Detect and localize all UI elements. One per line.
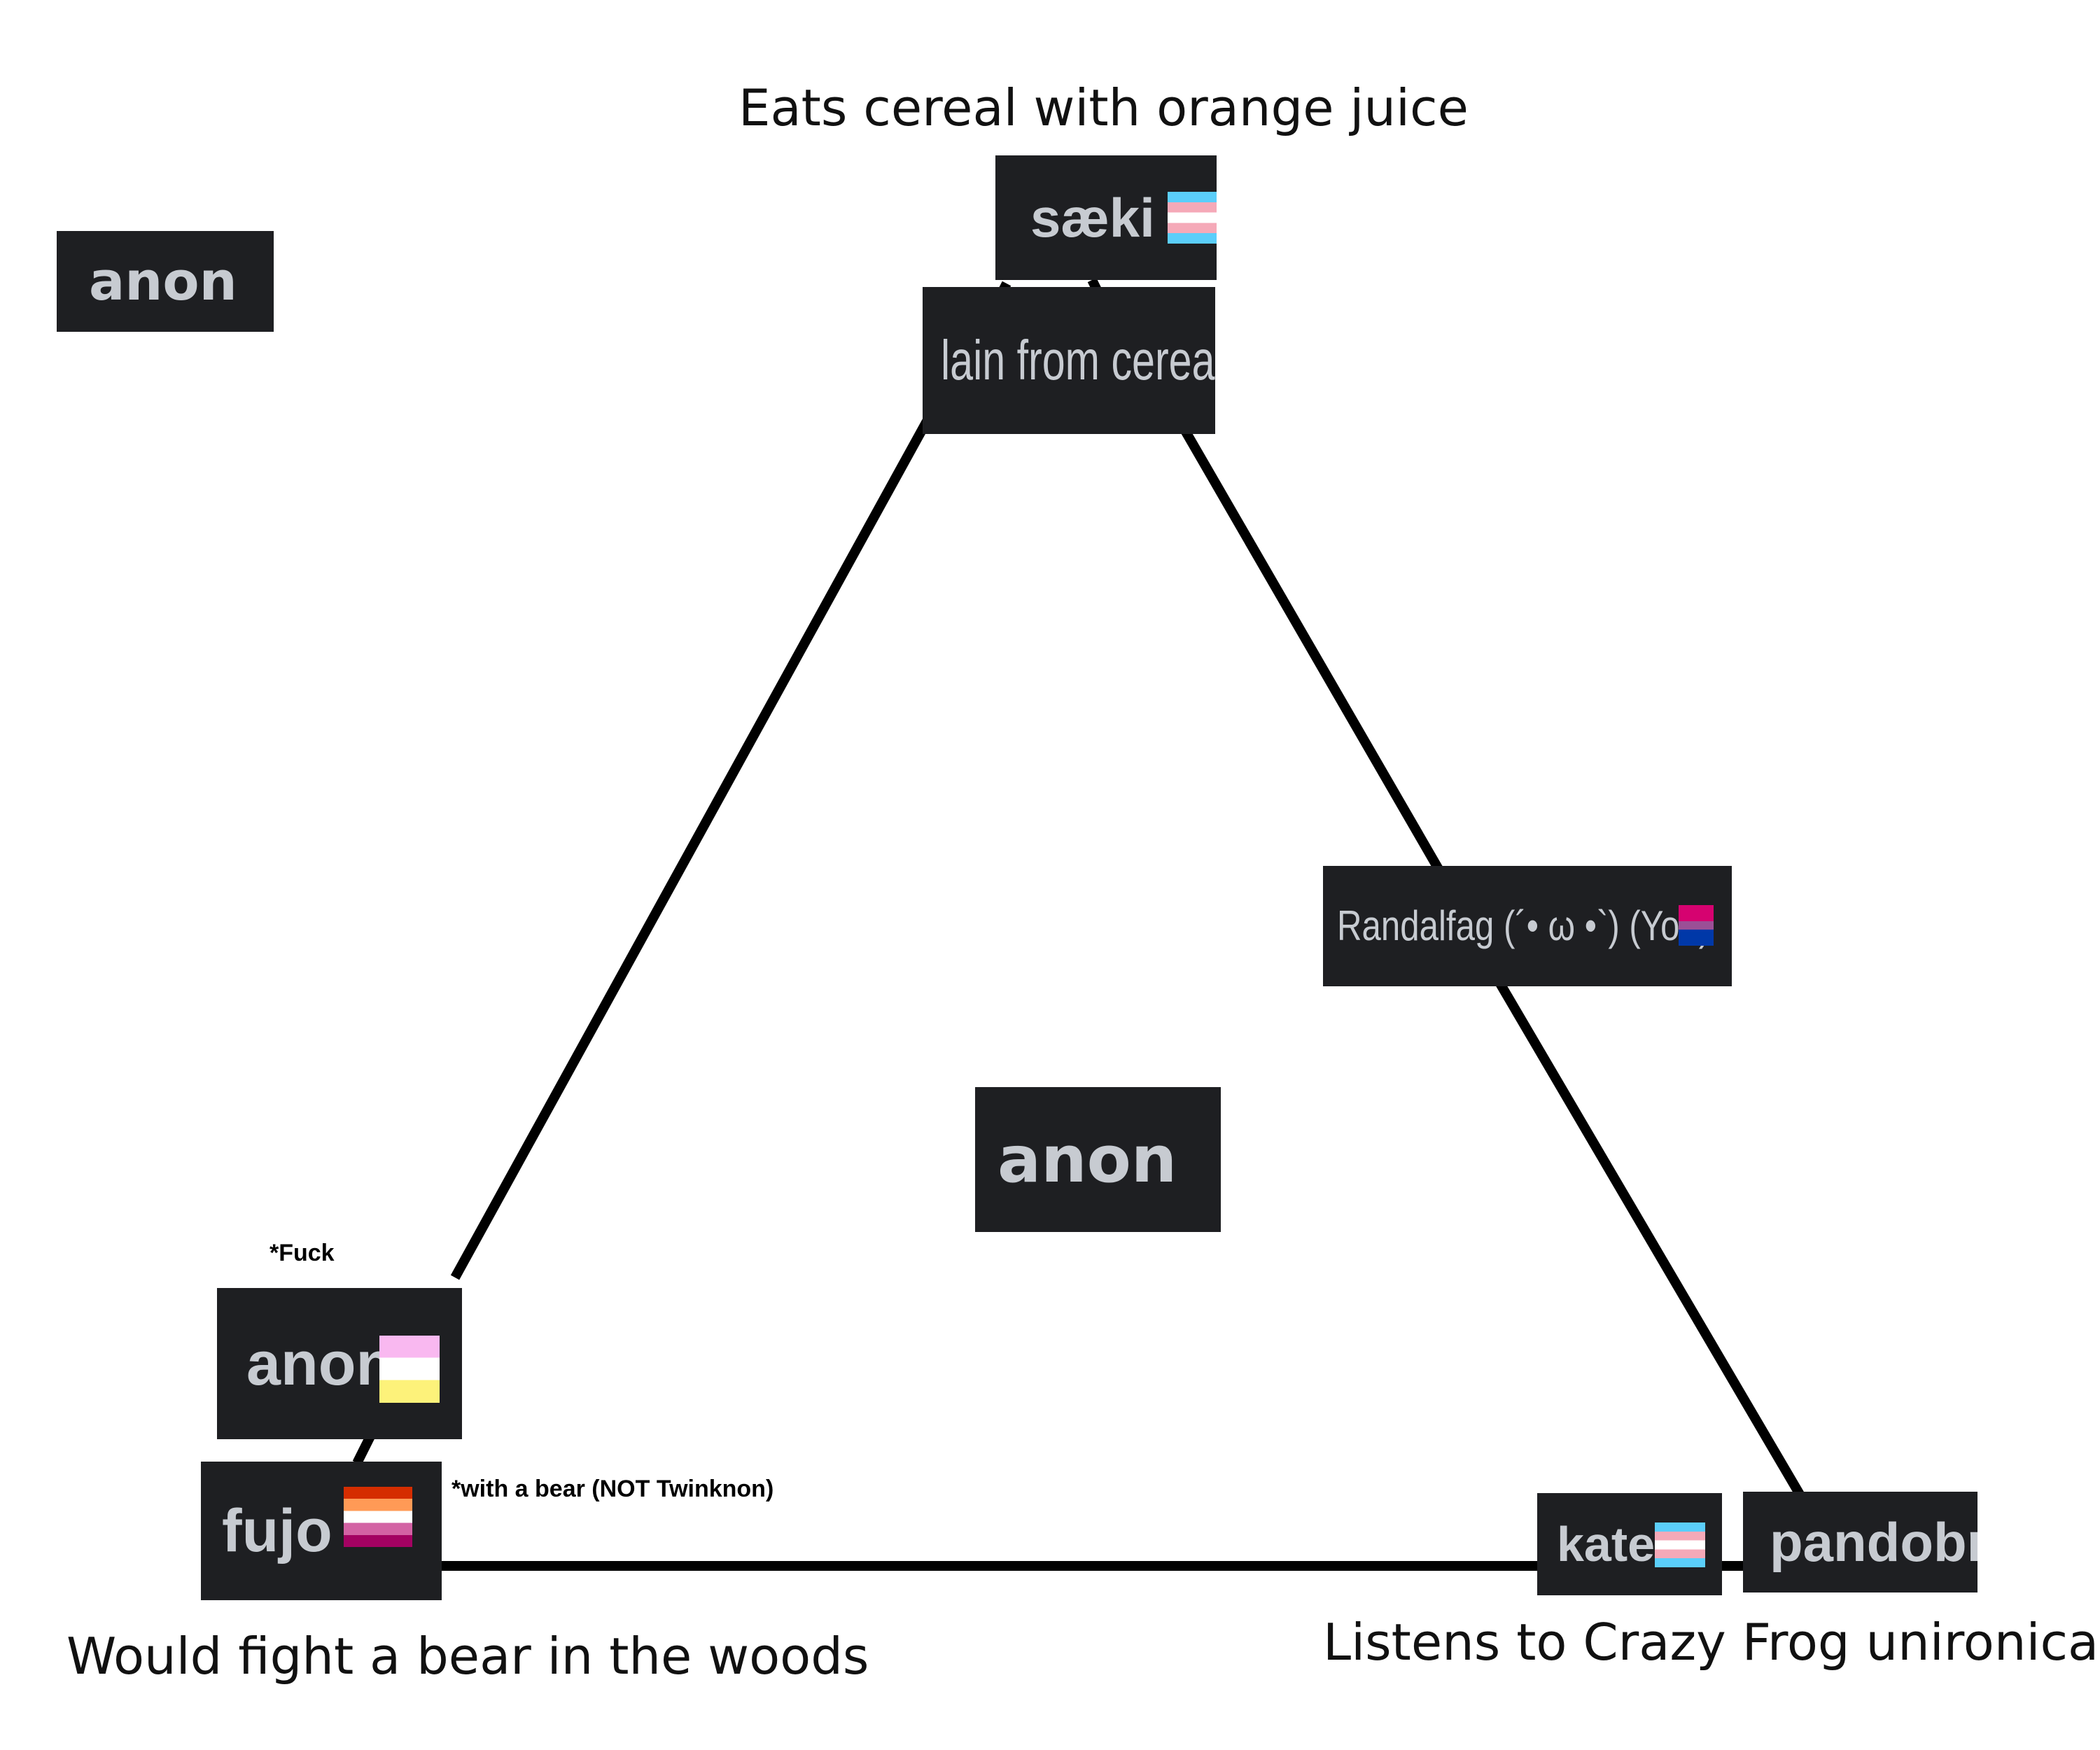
user-tag-kate: kate xyxy=(1537,1493,1722,1595)
user-name: anon xyxy=(997,1121,1177,1197)
with-bear-note: *with a bear (NOT Twinknon) xyxy=(451,1476,774,1502)
user-tag-randalfag: Randalfag (´• ω •`) (You) xyxy=(1323,866,1732,986)
user-name: lain from cereal xyxy=(941,329,1215,391)
user-tag-lain: lain from cereal xyxy=(923,287,1215,434)
trans-flag-icon xyxy=(1655,1522,1705,1567)
bottom-left-corner-label: Would fight a bear in the woods xyxy=(66,1627,869,1686)
user-tag-bottom-left-anon: anon xyxy=(217,1288,462,1439)
trans-flag-icon xyxy=(1167,192,1217,244)
right-edge-upper xyxy=(1178,424,1447,878)
pink-white-yellow-flag-icon xyxy=(379,1336,440,1403)
lesbian-flag-icon xyxy=(344,1487,412,1547)
user-name: pandobra xyxy=(1770,1511,1977,1573)
bi-flag-icon xyxy=(1679,905,1714,946)
user-tag-center-anon: anon xyxy=(975,1087,1221,1232)
user-name: sæki xyxy=(1030,187,1155,248)
user-tag-pandobra: pandobra xyxy=(1743,1492,1977,1592)
user-name: anon xyxy=(89,250,237,312)
top-corner-label: Eats cereal with orange juice xyxy=(738,78,1469,137)
user-name: anon xyxy=(246,1329,394,1398)
user-tag-saeki: sæki xyxy=(995,155,1217,280)
left-connector xyxy=(352,1432,376,1466)
user-tag-fujo: fujo xyxy=(201,1462,442,1600)
user-name: Randalfag (´• ω •`) (You) xyxy=(1337,902,1711,949)
user-name: fujo xyxy=(222,1497,332,1564)
user-name: kate xyxy=(1557,1517,1656,1572)
bottom-right-corner-label: Listens to Crazy Frog unironically xyxy=(1323,1613,2100,1672)
left-edge xyxy=(450,417,932,1280)
user-tag-top-left-anon: anon xyxy=(57,231,274,332)
fuck-note: *Fuck xyxy=(270,1240,335,1266)
right-edge-lower xyxy=(1493,977,1811,1508)
